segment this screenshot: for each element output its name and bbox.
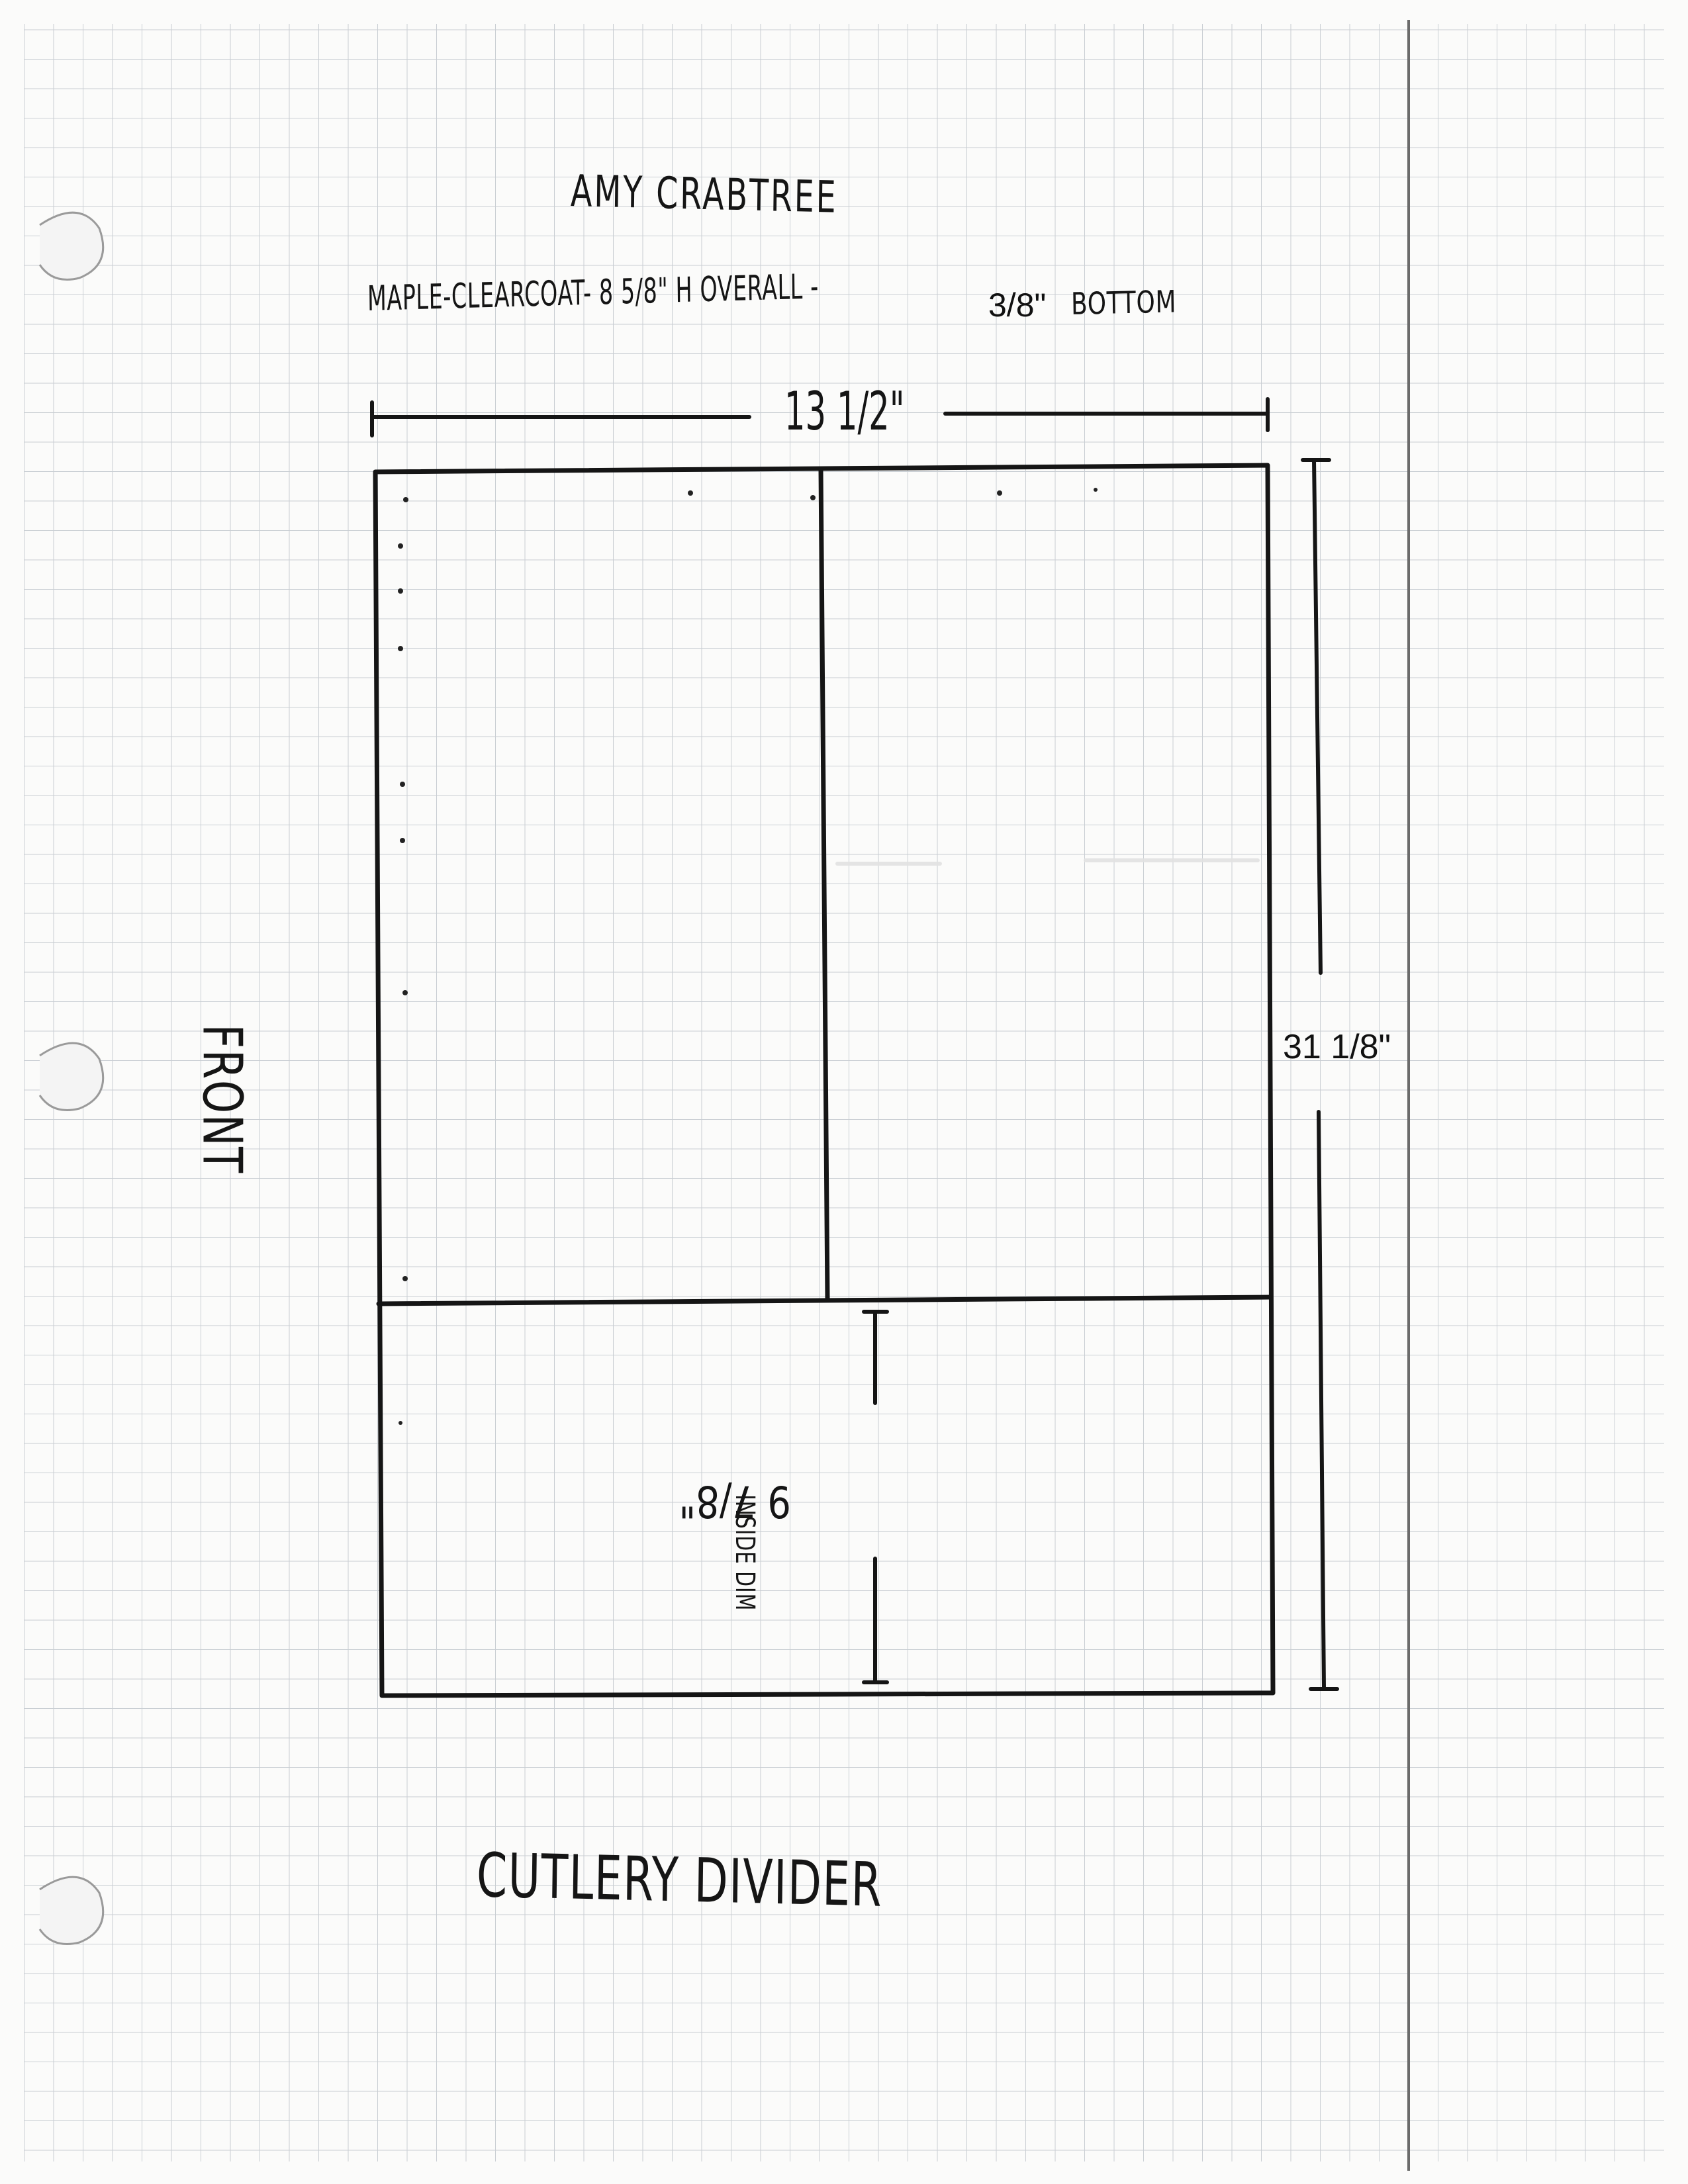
binder-hole-middle — [38, 1042, 105, 1111]
divider-vertical — [818, 466, 830, 1301]
tray-outline — [373, 463, 1276, 1698]
front-label: FRONT — [190, 1024, 254, 1174]
width-dimension-label: 13 1/2" — [784, 381, 905, 442]
binder-hole-top — [38, 211, 105, 281]
width-dimension-line — [370, 397, 1270, 437]
binder-hole-bottom — [38, 1876, 105, 1945]
inside-dim-label: INSIDE DIM — [729, 1494, 760, 1612]
spec-typed-insert: 3/8" — [988, 287, 1047, 324]
drawing-title: CUTLERY DIVIDER — [476, 1840, 883, 1921]
erased-pencil-marks — [835, 858, 1260, 866]
length-dimension-line — [1301, 458, 1339, 1691]
pencil-dots — [398, 488, 1098, 1425]
author-name: AMY CRABTREE — [570, 165, 839, 223]
divider-horizontal — [376, 1295, 1272, 1306]
spec-bottom-label: BOTTOM — [1070, 283, 1177, 322]
length-dimension-label: 31 1/8" — [1283, 1028, 1391, 1066]
binder-holes — [38, 211, 105, 1945]
inside-height-dimension-line — [862, 1310, 889, 1684]
grid-background — [24, 24, 1664, 2161]
